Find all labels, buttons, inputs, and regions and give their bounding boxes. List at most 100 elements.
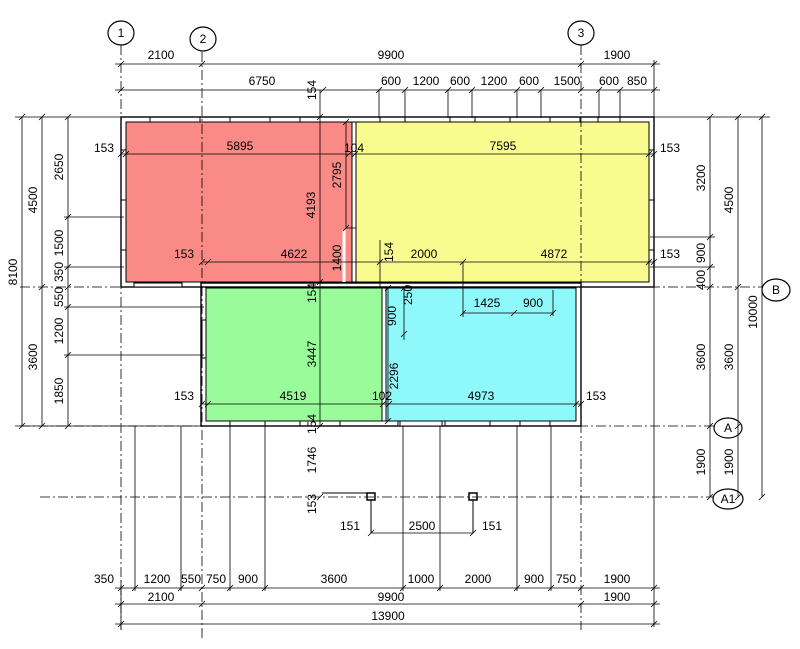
axis-label-1: 1 xyxy=(118,26,125,40)
room-green[interactable] xyxy=(206,288,382,421)
dim-right-3200: 3200 xyxy=(694,164,708,191)
dim-inner-4622: 4622 xyxy=(281,247,308,261)
dim-inner-4872: 4872 xyxy=(541,247,568,261)
axis-bubble-a1[interactable] xyxy=(712,488,744,510)
dim-inner-104: 104 xyxy=(344,141,364,155)
dim-inner-4973: 4973 xyxy=(468,389,495,403)
dim-inner-2500: 2500 xyxy=(409,519,436,533)
room-cyan[interactable] xyxy=(386,288,576,421)
room-red[interactable] xyxy=(126,122,352,282)
dim-right-1900b: 1900 xyxy=(722,448,736,475)
dim-bottom-total-2100: 2100 xyxy=(148,590,175,604)
dim-right-400: 400 xyxy=(694,270,708,290)
dimension-lines xyxy=(15,60,770,630)
dim-inner-900v: 900 xyxy=(385,306,399,326)
dim-inner-153a: 153 xyxy=(94,141,114,155)
rooms xyxy=(126,122,649,421)
dim-right-4500: 4500 xyxy=(722,186,736,213)
dim-top-1500: 1500 xyxy=(554,74,581,88)
axis-label-a: A xyxy=(724,421,732,435)
axis-bubble-1[interactable] xyxy=(107,20,135,46)
dim-inner-154d: 154 xyxy=(305,414,319,434)
dim-bottom-750b: 750 xyxy=(556,572,576,586)
dim-right-900: 900 xyxy=(694,243,708,263)
dim-right-3600b: 3600 xyxy=(722,343,736,370)
dim-inner-2000: 2000 xyxy=(411,247,438,261)
dim-right-1900a: 1900 xyxy=(694,448,708,475)
dim-inner-153b: 153 xyxy=(660,141,680,155)
dim-bottom-550: 550 xyxy=(181,572,201,586)
dim-bottom-total-9900: 9900 xyxy=(378,590,405,604)
dim-bottom-total-1900: 1900 xyxy=(604,590,631,604)
dim-right-10000: 10000 xyxy=(746,295,760,329)
dim-top-6750: 6750 xyxy=(249,74,276,88)
wall-ticks xyxy=(121,117,654,426)
dim-top-1900: 1900 xyxy=(604,48,631,62)
dim-right-3600a: 3600 xyxy=(694,343,708,370)
dim-inner-154c: 154 xyxy=(305,283,319,303)
dim-left-550: 550 xyxy=(52,287,66,307)
dim-bottom-overall-13900: 13900 xyxy=(371,609,405,623)
dim-inner-153f: 153 xyxy=(586,389,606,403)
dim-bottom-3600: 3600 xyxy=(321,572,348,586)
dim-inner-250: 250 xyxy=(401,285,415,305)
dim-inner-153e: 153 xyxy=(174,389,194,403)
dim-inner-1400: 1400 xyxy=(330,244,344,271)
window-left-green xyxy=(201,319,207,359)
dim-inner-5895: 5895 xyxy=(227,139,254,153)
dim-left-2650: 2650 xyxy=(52,153,66,180)
dim-inner-3447: 3447 xyxy=(305,340,319,367)
dim-inner-151b: 151 xyxy=(482,519,502,533)
dim-inner-153d: 153 xyxy=(660,247,680,261)
dim-left-4500: 4500 xyxy=(26,186,40,213)
dim-inner-4193: 4193 xyxy=(304,191,318,218)
window-top-left xyxy=(133,282,183,288)
axis-label-a1: A1 xyxy=(721,492,736,506)
axis-label-3: 3 xyxy=(578,26,585,40)
dim-inner-151a: 151 xyxy=(340,519,360,533)
dim-top-600c: 600 xyxy=(519,74,539,88)
dim-left-350: 350 xyxy=(52,262,66,282)
axis-bubble-a[interactable] xyxy=(713,417,743,439)
dim-top-9900: 9900 xyxy=(378,48,405,62)
axis-label-2: 2 xyxy=(200,32,207,46)
dim-top-154: 154 xyxy=(305,80,319,100)
walls xyxy=(120,116,655,533)
dim-top-850: 850 xyxy=(627,74,647,88)
room-yellow[interactable] xyxy=(356,122,649,282)
support-right xyxy=(468,492,478,501)
dim-bottom-2000: 2000 xyxy=(465,572,492,586)
dim-top-2100: 2100 xyxy=(148,48,175,62)
dim-bottom-1200: 1200 xyxy=(144,572,171,586)
dim-top-600d: 600 xyxy=(599,74,619,88)
dim-top-600a: 600 xyxy=(381,74,401,88)
dim-inner-2795: 2795 xyxy=(330,161,344,188)
axis-bubble-3[interactable] xyxy=(567,20,595,46)
dim-inner-102: 102 xyxy=(372,389,392,403)
dim-inner-153g: 153 xyxy=(305,494,319,514)
dim-left-1200: 1200 xyxy=(52,317,66,344)
dim-left-1850: 1850 xyxy=(52,377,66,404)
dim-bottom-750a: 750 xyxy=(206,572,226,586)
dim-top-1200b: 1200 xyxy=(481,74,508,88)
dim-bottom-900a: 900 xyxy=(238,572,258,586)
dim-left-8100: 8100 xyxy=(6,258,20,285)
dim-bottom-900b: 900 xyxy=(524,572,544,586)
dim-inner-154b: 154 xyxy=(382,242,396,262)
dim-top-600b: 600 xyxy=(450,74,470,88)
window-bottom-cyan xyxy=(397,420,443,427)
dim-bottom-350: 350 xyxy=(94,572,114,586)
axis-bubble-2[interactable] xyxy=(189,26,217,52)
dim-inner-1425: 1425 xyxy=(474,296,501,310)
dim-inner-2296: 2296 xyxy=(387,362,401,389)
dim-bottom-1000: 1000 xyxy=(408,572,435,586)
axis-label-b: B xyxy=(772,283,780,297)
support-left xyxy=(366,492,376,501)
dim-left-3600: 3600 xyxy=(26,343,40,370)
axis-bubbles xyxy=(107,20,791,510)
dim-inner-1746: 1746 xyxy=(305,446,319,473)
dim-top-1200a: 1200 xyxy=(413,74,440,88)
dim-inner-4519: 4519 xyxy=(280,389,307,403)
dim-inner-7595: 7595 xyxy=(490,139,517,153)
